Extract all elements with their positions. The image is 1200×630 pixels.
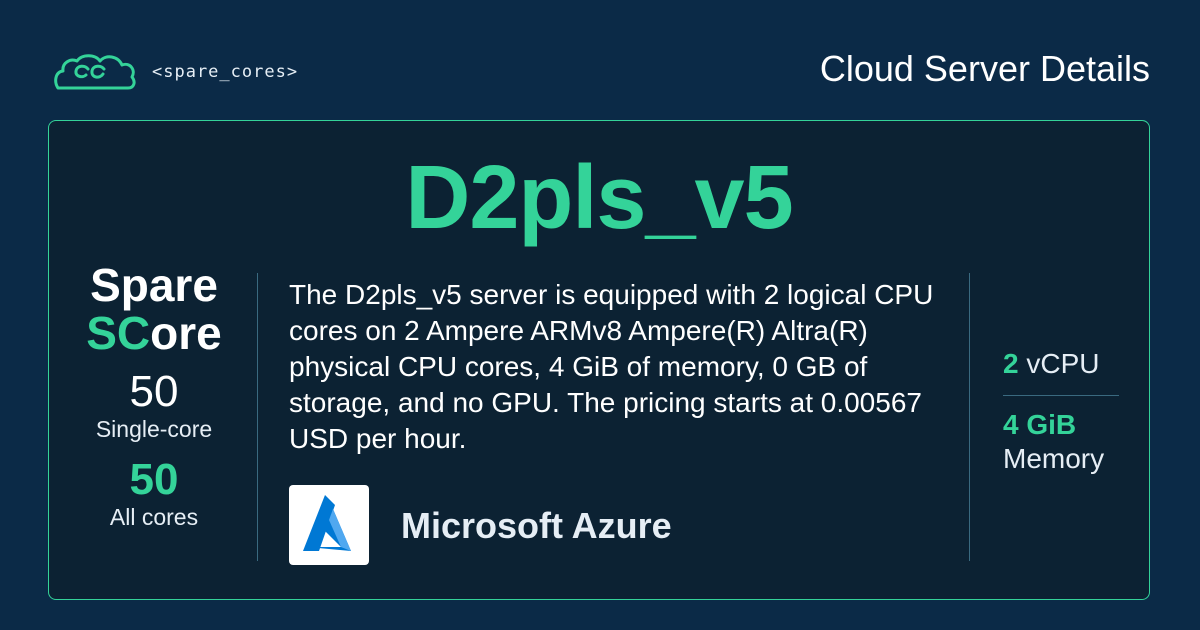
vcpu-spec: 2 vCPU: [1003, 347, 1119, 381]
server-name: D2pls_v5: [405, 148, 793, 248]
spare-score-title-rest: ore: [150, 307, 222, 359]
vendor-name: Microsoft Azure: [401, 505, 672, 546]
spare-score-panel: Spare SCore 50 Single-core 50 All cores: [69, 261, 239, 531]
spare-score-title-highlight: SC: [86, 307, 151, 359]
divider-right: [969, 273, 970, 561]
divider-left: [257, 273, 258, 561]
spec-divider: [1003, 395, 1119, 396]
brand-name[interactable]: <spare_cores>: [152, 62, 299, 82]
single-core-label: Single-core: [95, 416, 213, 442]
vcpu-label: vCPU: [1026, 348, 1100, 379]
spare-score-title-line1: Spare: [90, 259, 218, 311]
memory-label: Memory: [1003, 443, 1105, 474]
server-card: D2pls_v5 Spare SCore 50 Single-core 50 A…: [48, 120, 1150, 600]
page-title: Cloud Server Details: [819, 48, 1150, 89]
server-description: The D2pls_v5 server is equipped with 2 l…: [289, 279, 934, 454]
specs-panel: 2 vCPU 4 GiB Memory: [1003, 347, 1119, 476]
header: <spare_cores> Cloud Server Details: [0, 0, 1200, 120]
memory-value: 4 GiB: [1003, 409, 1077, 440]
spare-score-title-line2: SCore: [69, 309, 239, 357]
azure-logo-icon: [289, 485, 369, 565]
spare-cores-logo-icon[interactable]: [52, 52, 136, 92]
single-core-score: 50: [129, 367, 179, 416]
all-cores-score: 50: [129, 455, 179, 504]
vcpu-value: 2: [1003, 348, 1019, 379]
all-cores-label: All cores: [109, 504, 199, 530]
